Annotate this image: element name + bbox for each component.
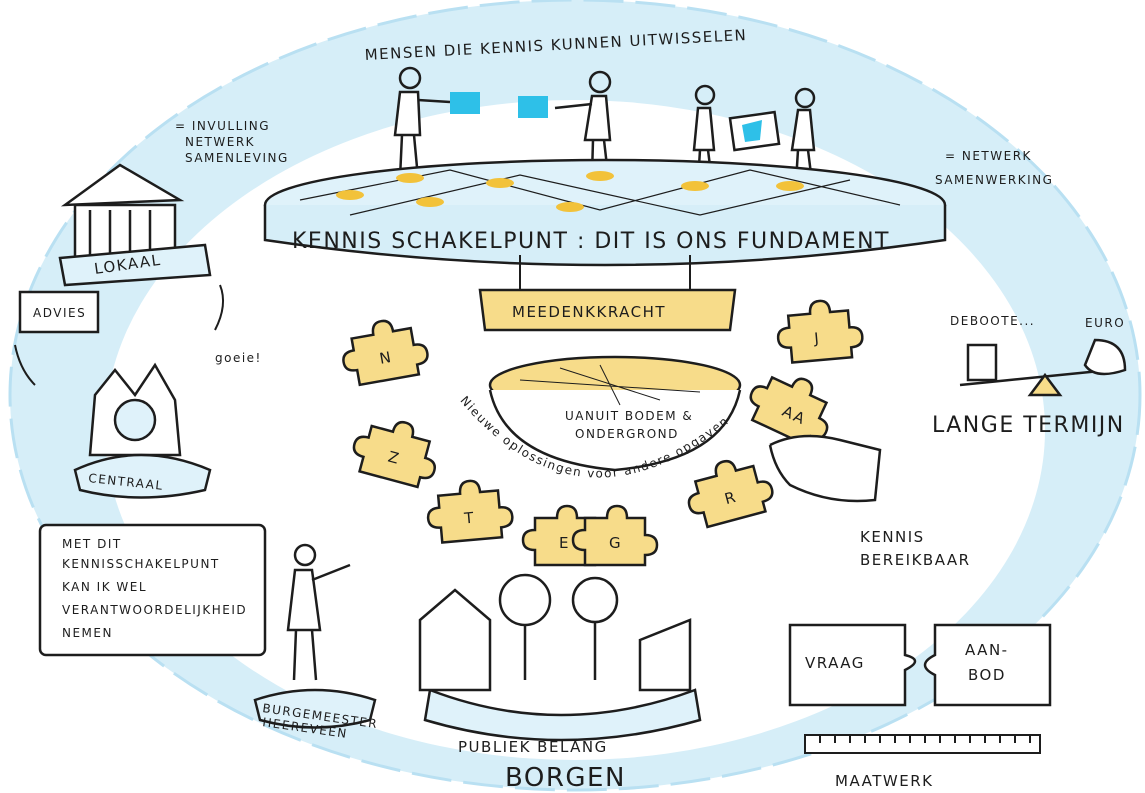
lange-termijn-label: LANGE TERMIJN: [932, 413, 1125, 438]
goeie-note: goeie!: [215, 351, 262, 365]
puzzle-letter: Z: [386, 448, 402, 468]
puzzle-letter: N: [378, 348, 394, 368]
puzzle-letter: G: [609, 534, 622, 552]
bodem-label-1: UANUIT BODEM &: [565, 409, 693, 423]
note-invulling-1: = INVULLING: [175, 119, 270, 133]
puzzle-piece-cyan-right: [518, 96, 548, 118]
platform-label: KENNIS SCHAKELPUNT : DIT IS ONS FUNDAMEN…: [292, 229, 890, 254]
bodem-label-2: ONDERGROND: [575, 427, 679, 441]
meedenkkracht-banner: [478, 255, 737, 332]
puzzle-piece: G: [571, 504, 659, 567]
borgen-label: BORGEN: [505, 763, 626, 793]
vraag-aanbod-puzzle: [788, 623, 1052, 707]
publiek-label: PUBLIEK BELANG: [458, 738, 608, 756]
meedenkkracht-label: MEEDENKKRACHT: [512, 303, 666, 321]
quote-line-3: KAN IK WEL: [62, 580, 147, 594]
quote-line-5: NEMEN: [62, 626, 113, 640]
quote-line-4: VERANTWOORDELIJKHEID: [62, 603, 247, 617]
centraal-figure: [73, 362, 212, 499]
puzzle-piece: N: [342, 319, 429, 387]
kennis-bereikbaar-1: KENNIS: [860, 528, 925, 546]
puzzle-piece-shape: [342, 319, 429, 387]
puzzle-piece: J: [776, 299, 864, 364]
puzzle-piece: AA: [749, 375, 829, 447]
lange-termijn-right: EURO: [1085, 316, 1125, 330]
aanbod-label-1: AAN-: [965, 641, 1009, 659]
puzzle-piece-cyan-map: [742, 120, 762, 142]
puzzle-letter: T: [463, 509, 476, 528]
puzzle-piece-shape: [571, 504, 659, 567]
advies-label: ADVIES: [33, 306, 86, 320]
advies-box: [18, 290, 100, 334]
note-invulling-3: SAMENLEVING: [185, 151, 289, 165]
lokaal-building: [58, 163, 212, 287]
note-invulling-2: NETWERK: [185, 135, 255, 149]
kennis-schakelpunt-platform: [263, 158, 947, 267]
puzzle-pieces: N Z T E G R AA J: [342, 299, 864, 567]
puzzle-piece-shape: [426, 479, 514, 544]
bodem-dish: [488, 355, 742, 472]
lange-termijn-scale: [959, 338, 1127, 397]
hand-icon: [768, 434, 882, 503]
note-netwerk-1: = NETWERK: [945, 149, 1032, 163]
puzzle-piece: R: [687, 459, 774, 529]
village-scene: [418, 573, 702, 742]
puzzle-piece-shape: [749, 375, 829, 447]
puzzle-letter: R: [723, 488, 739, 508]
puzzle-piece-cyan-left: [450, 92, 480, 114]
puzzle-piece: Z: [352, 421, 436, 489]
maatwerk-label: MAATWERK: [835, 772, 933, 790]
puzzle-piece-shape: [776, 299, 864, 364]
puzzle-piece: T: [426, 479, 514, 544]
maatwerk-ruler: [804, 734, 1041, 754]
puzzle-letter: J: [813, 329, 821, 348]
puzzle-letter: E: [559, 534, 570, 552]
puzzle-piece-shape: [352, 421, 436, 489]
arrow-down: [14, 344, 36, 386]
burgemeester-figure: [253, 543, 377, 729]
puzzle-piece-shape: [687, 459, 774, 529]
kennis-bereikbaar-2: BEREIKBAAR: [860, 551, 971, 569]
arrow-up: [214, 284, 225, 331]
note-netwerk-2: SAMENWERKING: [935, 173, 1053, 187]
vraag-label: VRAAG: [805, 654, 865, 672]
aanbod-label-2: BOD: [968, 666, 1006, 684]
quote-line-1: MET DIT: [62, 537, 122, 551]
quote-box: [38, 523, 267, 657]
lange-termijn-left: DEBOOTE...: [950, 314, 1035, 328]
quote-line-2: KENNISSCHAKELPUNT: [62, 557, 220, 571]
